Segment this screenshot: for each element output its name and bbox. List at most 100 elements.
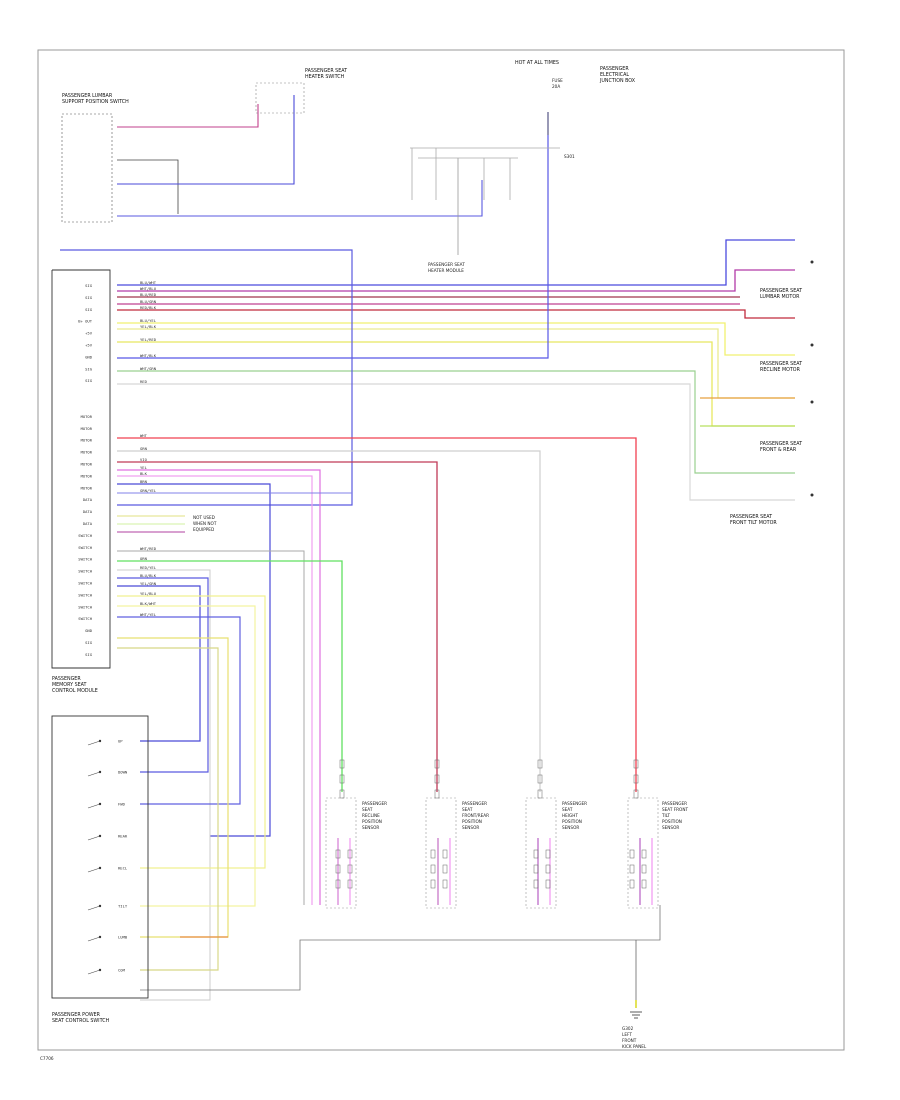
label-sensor3-1: PASSENGER bbox=[562, 801, 587, 806]
svg-text:PASSENGER: PASSENGER bbox=[362, 801, 387, 806]
wire-bundle-6 bbox=[117, 322, 795, 356]
label-ground-3: FRONT bbox=[622, 1038, 637, 1043]
wire-color-label: YEL/RED bbox=[140, 337, 157, 342]
wire-color-label: BLK/WHT bbox=[140, 601, 157, 606]
module-pin-label: MOTOR bbox=[81, 473, 93, 478]
label-fuse-2: ELECTRICAL bbox=[600, 72, 629, 78]
wire-color-label: WHT bbox=[140, 433, 148, 438]
svg-text:PASSENGER SEAT: PASSENGER SEAT bbox=[760, 361, 802, 367]
wire-switch-yel-3 bbox=[117, 637, 229, 938]
switch-arm bbox=[87, 740, 101, 746]
wire-ground-bus bbox=[299, 905, 661, 945]
switch-pin-label: LUMB bbox=[118, 935, 128, 940]
module-pin-label: SWITCH bbox=[78, 616, 92, 621]
svg-text:LUMBAR MOTOR: LUMBAR MOTOR bbox=[760, 294, 800, 300]
connector-tick bbox=[347, 864, 353, 874]
wire-color-label: WHT/GRN bbox=[140, 366, 157, 371]
label-sensor1-4: POSITION bbox=[362, 819, 382, 824]
wire-color-label: VIO bbox=[140, 457, 148, 462]
svg-text:NOT USED: NOT USED bbox=[193, 515, 215, 520]
module-pin-label: MOTOR bbox=[81, 485, 93, 490]
connector-tick bbox=[537, 759, 543, 769]
wire-color-label: BLK bbox=[140, 471, 148, 476]
wire-color-label: YEL/GRN bbox=[140, 581, 157, 586]
svg-text:PASSENGER: PASSENGER bbox=[52, 676, 81, 682]
wire-blue-loop bbox=[60, 249, 353, 506]
connector-tick bbox=[442, 879, 448, 889]
svg-text:PASSENGER: PASSENGER bbox=[562, 801, 587, 806]
module-pin-label: SWITCH bbox=[78, 569, 92, 574]
label-splice: S301 bbox=[564, 154, 575, 159]
label-sensor4-3: TILT bbox=[661, 813, 671, 818]
connector-tick bbox=[434, 789, 440, 799]
wire-color-label: YEL/BLU bbox=[140, 591, 157, 596]
wire-color-label: GRN/YEL bbox=[140, 488, 157, 493]
wire-switch-blu-2 bbox=[117, 585, 201, 742]
label-not-used-2: WHEN NOT bbox=[193, 521, 217, 526]
label-lumbar-2: SUPPORT POSITION SWITCH bbox=[62, 99, 129, 105]
svg-text:HEIGHT: HEIGHT bbox=[562, 813, 578, 818]
module-pin-label: SIG bbox=[85, 378, 93, 383]
module-pin-label: SIG bbox=[85, 283, 93, 288]
label-ground-1: G302 bbox=[622, 1026, 634, 1031]
module-pin-label: SWITCH bbox=[78, 545, 92, 550]
connector-tick bbox=[533, 849, 539, 859]
svg-text:20A: 20A bbox=[552, 84, 560, 89]
connector-tick bbox=[430, 879, 436, 889]
switch-pin-label: COM bbox=[118, 968, 126, 973]
wire-red-front-tilt bbox=[117, 437, 637, 792]
label-fuse-amp: 20A bbox=[552, 84, 560, 89]
wire-color-label: WHT/RED bbox=[140, 546, 157, 551]
label-module-2: MEMORY SEAT bbox=[52, 682, 87, 688]
switch-arm bbox=[87, 867, 101, 873]
label-sensor1-1: PASSENGER bbox=[362, 801, 387, 806]
module-pin-label: SIG bbox=[85, 640, 93, 645]
wire-ground-bus-2 bbox=[140, 945, 301, 991]
wire-blu-3 bbox=[117, 483, 271, 837]
svg-text:SENSOR: SENSOR bbox=[362, 825, 379, 830]
connector-tick bbox=[633, 759, 639, 769]
svg-text:HEATER SWITCH: HEATER SWITCH bbox=[305, 74, 345, 80]
connector-tick bbox=[641, 864, 647, 874]
switch-pin-label: REAR bbox=[118, 834, 128, 839]
wire-lumbar-switch-4 bbox=[117, 180, 483, 217]
wire-wht-height bbox=[117, 450, 541, 792]
wire-color-labels: BLU/WHTWHT/BLUBLU/REDBLU/GRNRED/BLKBLU/Y… bbox=[140, 280, 157, 617]
svg-text:RECLINE MOTOR: RECLINE MOTOR bbox=[760, 367, 801, 373]
module-pin-label: SWITCH bbox=[78, 533, 92, 538]
svg-text:FRONT: FRONT bbox=[622, 1038, 637, 1043]
svg-text:FUSE: FUSE bbox=[552, 78, 563, 83]
svg-text:C7706: C7706 bbox=[40, 1056, 54, 1061]
svg-text:KICK PANEL: KICK PANEL bbox=[622, 1044, 647, 1049]
connector-tick bbox=[629, 864, 635, 874]
switch-arm bbox=[87, 905, 101, 911]
switch-arm bbox=[87, 969, 101, 975]
label-lumbar-1: PASSENGER LUMBAR bbox=[62, 93, 113, 99]
svg-text:FRONT/REAR: FRONT/REAR bbox=[462, 813, 489, 818]
switch-pin-label: RECL bbox=[118, 866, 128, 871]
connector-tick bbox=[347, 879, 353, 889]
svg-text:MEMORY SEAT: MEMORY SEAT bbox=[52, 682, 87, 688]
connector-tick bbox=[335, 879, 341, 889]
svg-text:WHEN NOT: WHEN NOT bbox=[193, 521, 217, 526]
label-lumbar-motor-2: LUMBAR MOTOR bbox=[760, 294, 800, 300]
connector-tick bbox=[545, 864, 551, 874]
wire-switch-feed-1 bbox=[117, 550, 305, 905]
svg-text:PASSENGER SEAT: PASSENGER SEAT bbox=[760, 288, 802, 294]
label-not-used-3: EQUIPPED bbox=[193, 527, 214, 532]
label-track-motor-2: FRONT & REAR bbox=[760, 447, 797, 453]
svg-text:PASSENGER SEAT: PASSENGER SEAT bbox=[760, 441, 802, 447]
module-pin-label: +5V bbox=[85, 331, 93, 336]
wire-color-label: GRN bbox=[140, 446, 148, 451]
switch-arm bbox=[87, 771, 101, 777]
wire-color-label: RED/YEL bbox=[140, 565, 157, 570]
label-sensor1-5: SENSOR bbox=[362, 825, 379, 830]
wire-redblk-track bbox=[117, 461, 438, 792]
wire-color-label: RED/BLK bbox=[140, 305, 157, 310]
svg-text:HOT AT ALL TIMES: HOT AT ALL TIMES bbox=[515, 60, 559, 66]
seat-heater-switch-box bbox=[255, 82, 305, 114]
connector-tick bbox=[335, 849, 341, 859]
module-pin-label: +5V bbox=[85, 343, 93, 348]
wire-bundle-10 bbox=[117, 370, 795, 474]
label-tilt-motor-2: FRONT TILT MOTOR bbox=[730, 520, 777, 526]
